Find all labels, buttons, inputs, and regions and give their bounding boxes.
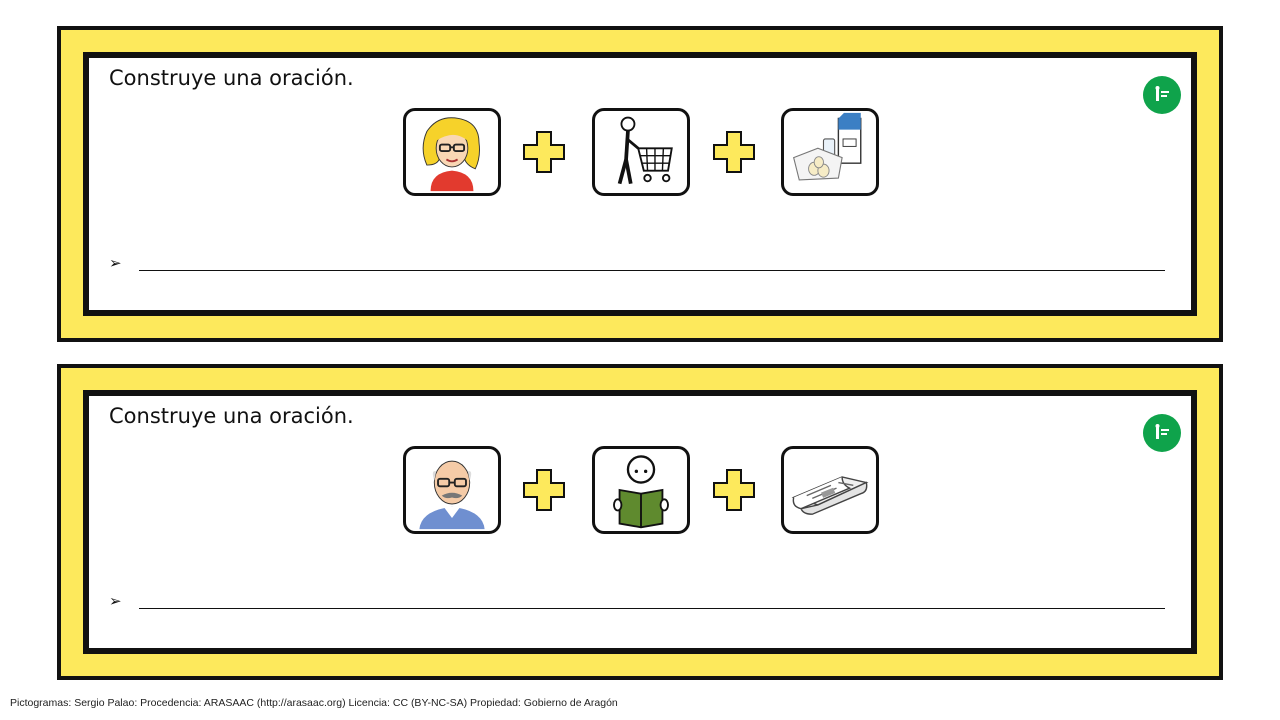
exercise-card-1: Construye una oración. <box>57 26 1223 342</box>
exercise-card-inner: Construye una oración. <box>83 390 1197 654</box>
answer-line-row: ➢ <box>109 592 1165 616</box>
plus-icon <box>713 469 755 511</box>
answer-marker: ➢ <box>109 592 122 610</box>
exercise-card-inner: Construye una oración. <box>83 52 1197 316</box>
exercise-heading: Construye una oración. <box>109 66 354 90</box>
exercise-card-2: Construye una oración. <box>57 364 1223 680</box>
shopping-cart-icon <box>592 108 690 196</box>
answer-line[interactable] <box>139 608 1165 609</box>
pictogram-row <box>403 446 881 536</box>
milk-and-eggs-icon <box>781 108 879 196</box>
answer-marker: ➢ <box>109 254 122 272</box>
reading-book-icon <box>592 446 690 534</box>
aragon-logo-icon <box>1143 414 1181 452</box>
pictogram-row <box>403 108 881 198</box>
newspaper-icon <box>781 446 879 534</box>
plus-icon <box>523 131 565 173</box>
grandfather-icon <box>403 446 501 534</box>
credits-footer: Pictogramas: Sergio Palao: Procedencia: … <box>10 697 618 709</box>
plus-icon <box>523 469 565 511</box>
woman-icon <box>403 108 501 196</box>
answer-line-row: ➢ <box>109 254 1165 278</box>
plus-icon <box>713 131 755 173</box>
answer-line[interactable] <box>139 270 1165 271</box>
aragon-logo-icon <box>1143 76 1181 114</box>
exercise-heading: Construye una oración. <box>109 404 354 428</box>
